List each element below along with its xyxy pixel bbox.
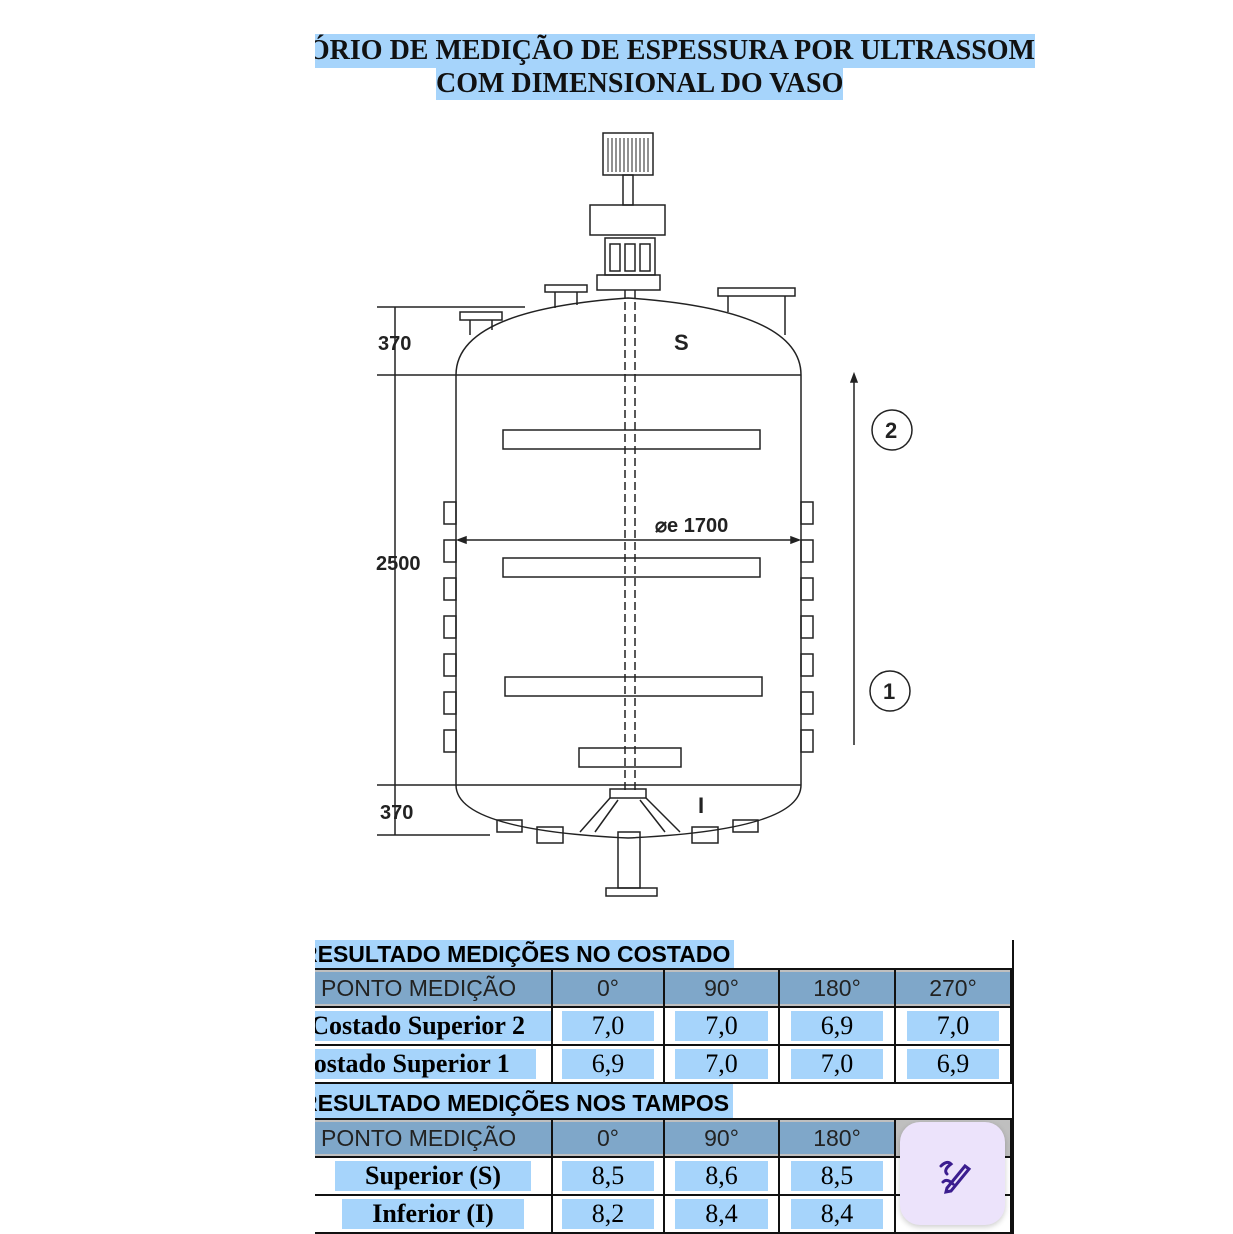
report-title-line2: COM DIMENSIONAL DO VASO bbox=[436, 68, 844, 100]
header-cell: 90° bbox=[665, 972, 778, 1004]
impeller-4 bbox=[578, 747, 682, 768]
impeller-1 bbox=[502, 429, 761, 450]
impeller-2 bbox=[502, 557, 761, 578]
vessel-drawing: 370 2500 370 ⌀e 1700 S I 2 1 bbox=[376, 132, 913, 897]
dim-bottom-head: 370 bbox=[380, 802, 413, 824]
report-title-line1: RELATÓRIO DE MEDIÇÃO DE ESPESSURA POR UL… bbox=[315, 34, 1035, 68]
annotate-button[interactable] bbox=[900, 1122, 1005, 1225]
header-cell: PONTO MEDIÇÃO bbox=[315, 972, 551, 1004]
dim-top-head: 370 bbox=[378, 333, 411, 355]
table-row: Costado Superior 2 7,0 7,0 6,9 7,0 bbox=[315, 1008, 1012, 1046]
table-row: Inferior (I) 8,2 8,4 8,4 bbox=[315, 1196, 1012, 1234]
results-table: RESULTADO MEDIÇÕES NO COSTADO PONTO MEDI… bbox=[315, 940, 1014, 1234]
tampos-title: RESULTADO MEDIÇÕES NOS TAMPOS bbox=[315, 1084, 1012, 1120]
header-cell: 270° bbox=[896, 972, 1010, 1004]
top-head-label: S bbox=[674, 330, 689, 355]
table-row: Superior (S) 8,5 8,6 8,5 bbox=[315, 1158, 1012, 1196]
dim-shell: 2500 bbox=[376, 553, 421, 575]
table-header: PONTO MEDIÇÃO 0° 90° 180° bbox=[315, 1120, 1012, 1158]
zone-1-label: 1 bbox=[883, 679, 895, 704]
zone-2-label: 2 bbox=[885, 418, 897, 443]
header-cell: 0° bbox=[553, 972, 663, 1004]
diameter-label: ⌀e 1700 bbox=[655, 515, 728, 537]
bottom-head-label: I bbox=[698, 793, 704, 818]
header-cell: 180° bbox=[780, 972, 894, 1004]
impeller-3 bbox=[504, 676, 763, 697]
edit-pen-icon bbox=[939, 1160, 971, 1194]
table-header: PONTO MEDIÇÃO 0° 90° 180° 270° bbox=[315, 970, 1012, 1008]
costado-title: RESULTADO MEDIÇÕES NO COSTADO bbox=[315, 940, 1012, 968]
table-row: Costado Superior 1 6,9 7,0 7,0 6,9 bbox=[315, 1046, 1012, 1084]
